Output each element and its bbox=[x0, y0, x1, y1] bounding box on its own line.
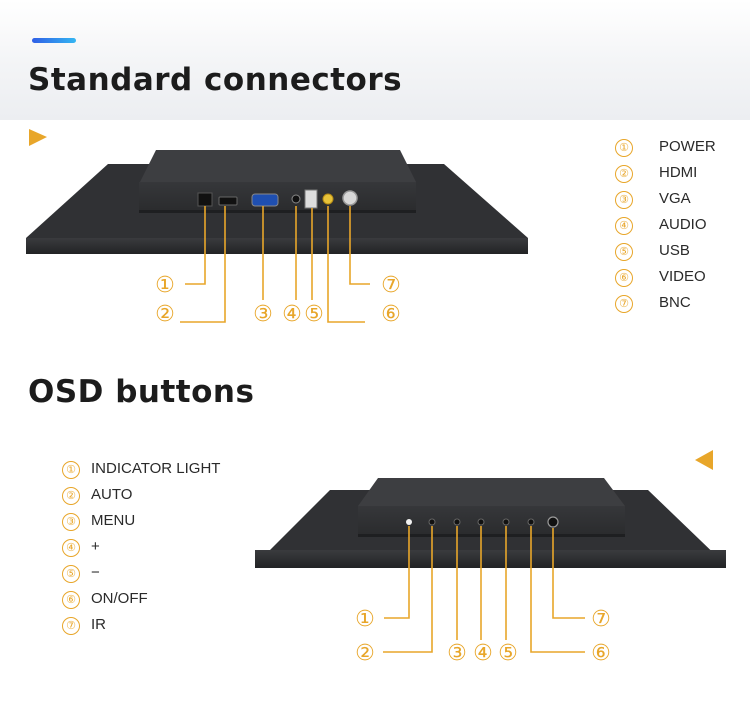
callout-3: ③ bbox=[253, 302, 273, 327]
legend-label: AUDIO bbox=[659, 216, 707, 233]
legend-number: ④ bbox=[62, 539, 80, 557]
callout-4: ④ bbox=[473, 641, 493, 666]
legend-label: VIDEO bbox=[659, 268, 706, 285]
callout-5: ⑤ bbox=[304, 302, 324, 327]
legend-label: MENU bbox=[91, 512, 136, 529]
monitor-rear bbox=[255, 478, 726, 568]
section-title-osd: OSD buttons bbox=[28, 374, 255, 410]
legend-number: ④ bbox=[615, 217, 633, 235]
usb-port bbox=[304, 189, 318, 209]
legend-number: ② bbox=[615, 165, 633, 183]
legend-number: ⑦ bbox=[62, 617, 80, 635]
callout-7: ⑦ bbox=[381, 273, 401, 298]
header-band bbox=[0, 0, 750, 120]
audio-port bbox=[291, 194, 301, 204]
legend-label: USB bbox=[659, 242, 690, 259]
callout-7: ⑦ bbox=[591, 607, 611, 632]
pointer-arrow bbox=[695, 450, 713, 470]
power-button bbox=[527, 518, 535, 526]
minus-button bbox=[502, 518, 510, 526]
legend-label: HDMI bbox=[659, 164, 698, 181]
callout-3: ③ bbox=[447, 641, 467, 666]
osd-diagram: ① ② ③ ④ ⑤ ⑥ ⑦ bbox=[255, 450, 726, 666]
vga-port bbox=[251, 193, 279, 207]
callout-numbers: ① ② ③ ④ ⑤ ⑥ ⑦ bbox=[355, 607, 611, 666]
legend-label: AUTO bbox=[91, 486, 133, 503]
bnc-port bbox=[342, 190, 358, 206]
legend-number: ② bbox=[62, 487, 80, 505]
section-title-connectors: Standard connectors bbox=[28, 62, 403, 98]
callout-2: ② bbox=[355, 641, 375, 666]
legend-number: ⑤ bbox=[615, 243, 633, 261]
callout-6: ⑥ bbox=[381, 302, 401, 327]
callout-lines bbox=[180, 206, 370, 323]
legend-label: − bbox=[91, 564, 100, 581]
auto-button bbox=[428, 518, 436, 526]
legend-label: POWER bbox=[659, 138, 716, 155]
callout-numbers: ① ② ③ ④ ⑤ ⑥ ⑦ bbox=[155, 273, 401, 327]
indicator-light bbox=[406, 519, 412, 525]
callout-6: ⑥ bbox=[591, 641, 611, 666]
osd-controls bbox=[406, 516, 559, 528]
video-port bbox=[322, 193, 334, 205]
ir-receiver bbox=[547, 516, 559, 528]
legend-number: ① bbox=[615, 139, 633, 157]
connector-ports bbox=[197, 189, 358, 209]
accent-bar bbox=[32, 38, 76, 43]
legend-label: ON/OFF bbox=[91, 590, 148, 607]
legend-label: BNC bbox=[659, 294, 691, 311]
callout-lines bbox=[383, 526, 585, 653]
callout-5: ⑤ bbox=[498, 641, 518, 666]
plus-button bbox=[477, 518, 485, 526]
legend-label: + bbox=[91, 538, 100, 555]
pointer-arrow bbox=[29, 129, 47, 146]
connectors-diagram: ① ② ③ ④ ⑤ ⑥ ⑦ bbox=[26, 129, 528, 327]
legend-number: ③ bbox=[615, 191, 633, 209]
legend-number: ① bbox=[62, 461, 80, 479]
callout-4: ④ bbox=[282, 302, 302, 327]
power-port bbox=[197, 192, 213, 207]
legend-label: IR bbox=[91, 616, 106, 633]
legend-number: ⑤ bbox=[62, 565, 80, 583]
callout-1: ① bbox=[155, 273, 175, 298]
menu-button bbox=[453, 518, 461, 526]
hdmi-port bbox=[218, 196, 238, 206]
legend-number: ⑦ bbox=[615, 295, 633, 313]
legend-number: ③ bbox=[62, 513, 80, 531]
callout-1: ① bbox=[355, 607, 375, 632]
legend-label: INDICATOR LIGHT bbox=[91, 460, 221, 477]
legend-number: ⑥ bbox=[62, 591, 80, 609]
legend-label: VGA bbox=[659, 190, 691, 207]
legend-number: ⑥ bbox=[615, 269, 633, 287]
callout-2: ② bbox=[155, 302, 175, 327]
